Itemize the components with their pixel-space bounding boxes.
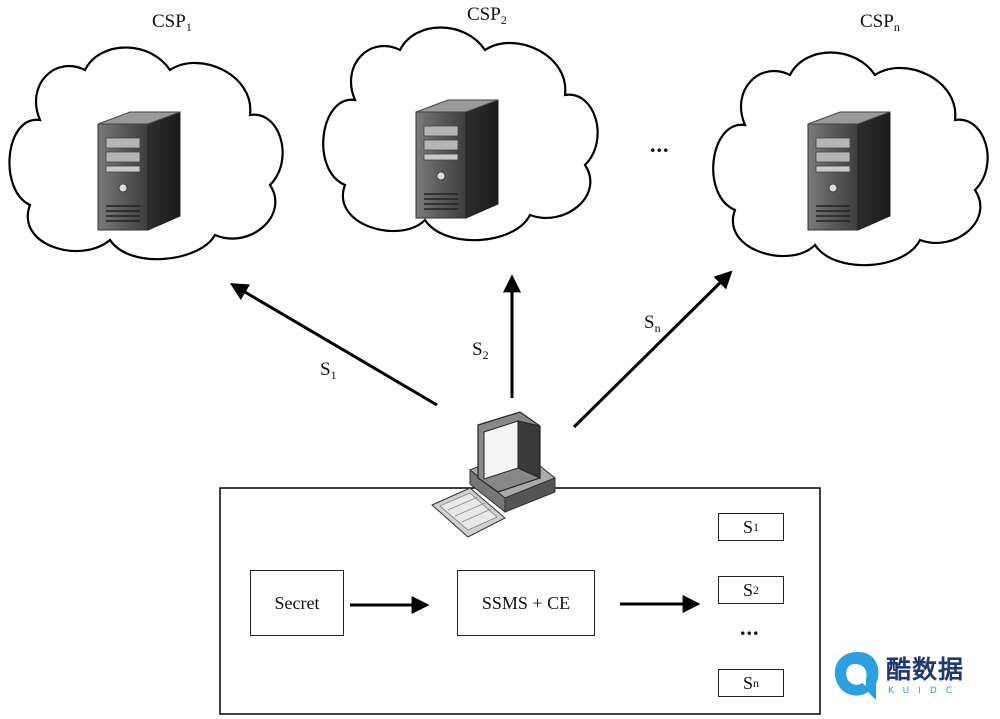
cloud-ellipsis: ... <box>650 132 670 157</box>
cloud-csp1 <box>8 46 284 261</box>
csp1-label: CSP1 <box>152 11 192 34</box>
secret-box: Secret <box>250 570 344 636</box>
arrow-to-cspn <box>572 270 733 429</box>
server-icon <box>97 111 181 231</box>
watermark-logo-icon <box>834 652 879 700</box>
computer-icon <box>431 411 556 538</box>
server-icon <box>415 99 499 219</box>
csp2-label: CSP2 <box>467 4 507 27</box>
cspn-label: CSPn <box>860 11 900 34</box>
share-label-1: S1 <box>320 359 337 382</box>
cloud-csp2 <box>322 26 599 242</box>
outputs-ellipsis: ... <box>740 615 760 640</box>
server-icon <box>807 111 891 231</box>
share-label-2: S2 <box>472 339 489 362</box>
watermark-text: 酷数据 <box>886 655 965 684</box>
share-label-n: Sn <box>644 312 661 335</box>
arrow-to-csp1 <box>229 283 438 407</box>
cloud-cspn <box>712 51 989 267</box>
ssms-ce-box: SSMS + CE <box>457 570 595 636</box>
watermark-subtext: KUIDC <box>888 686 962 696</box>
